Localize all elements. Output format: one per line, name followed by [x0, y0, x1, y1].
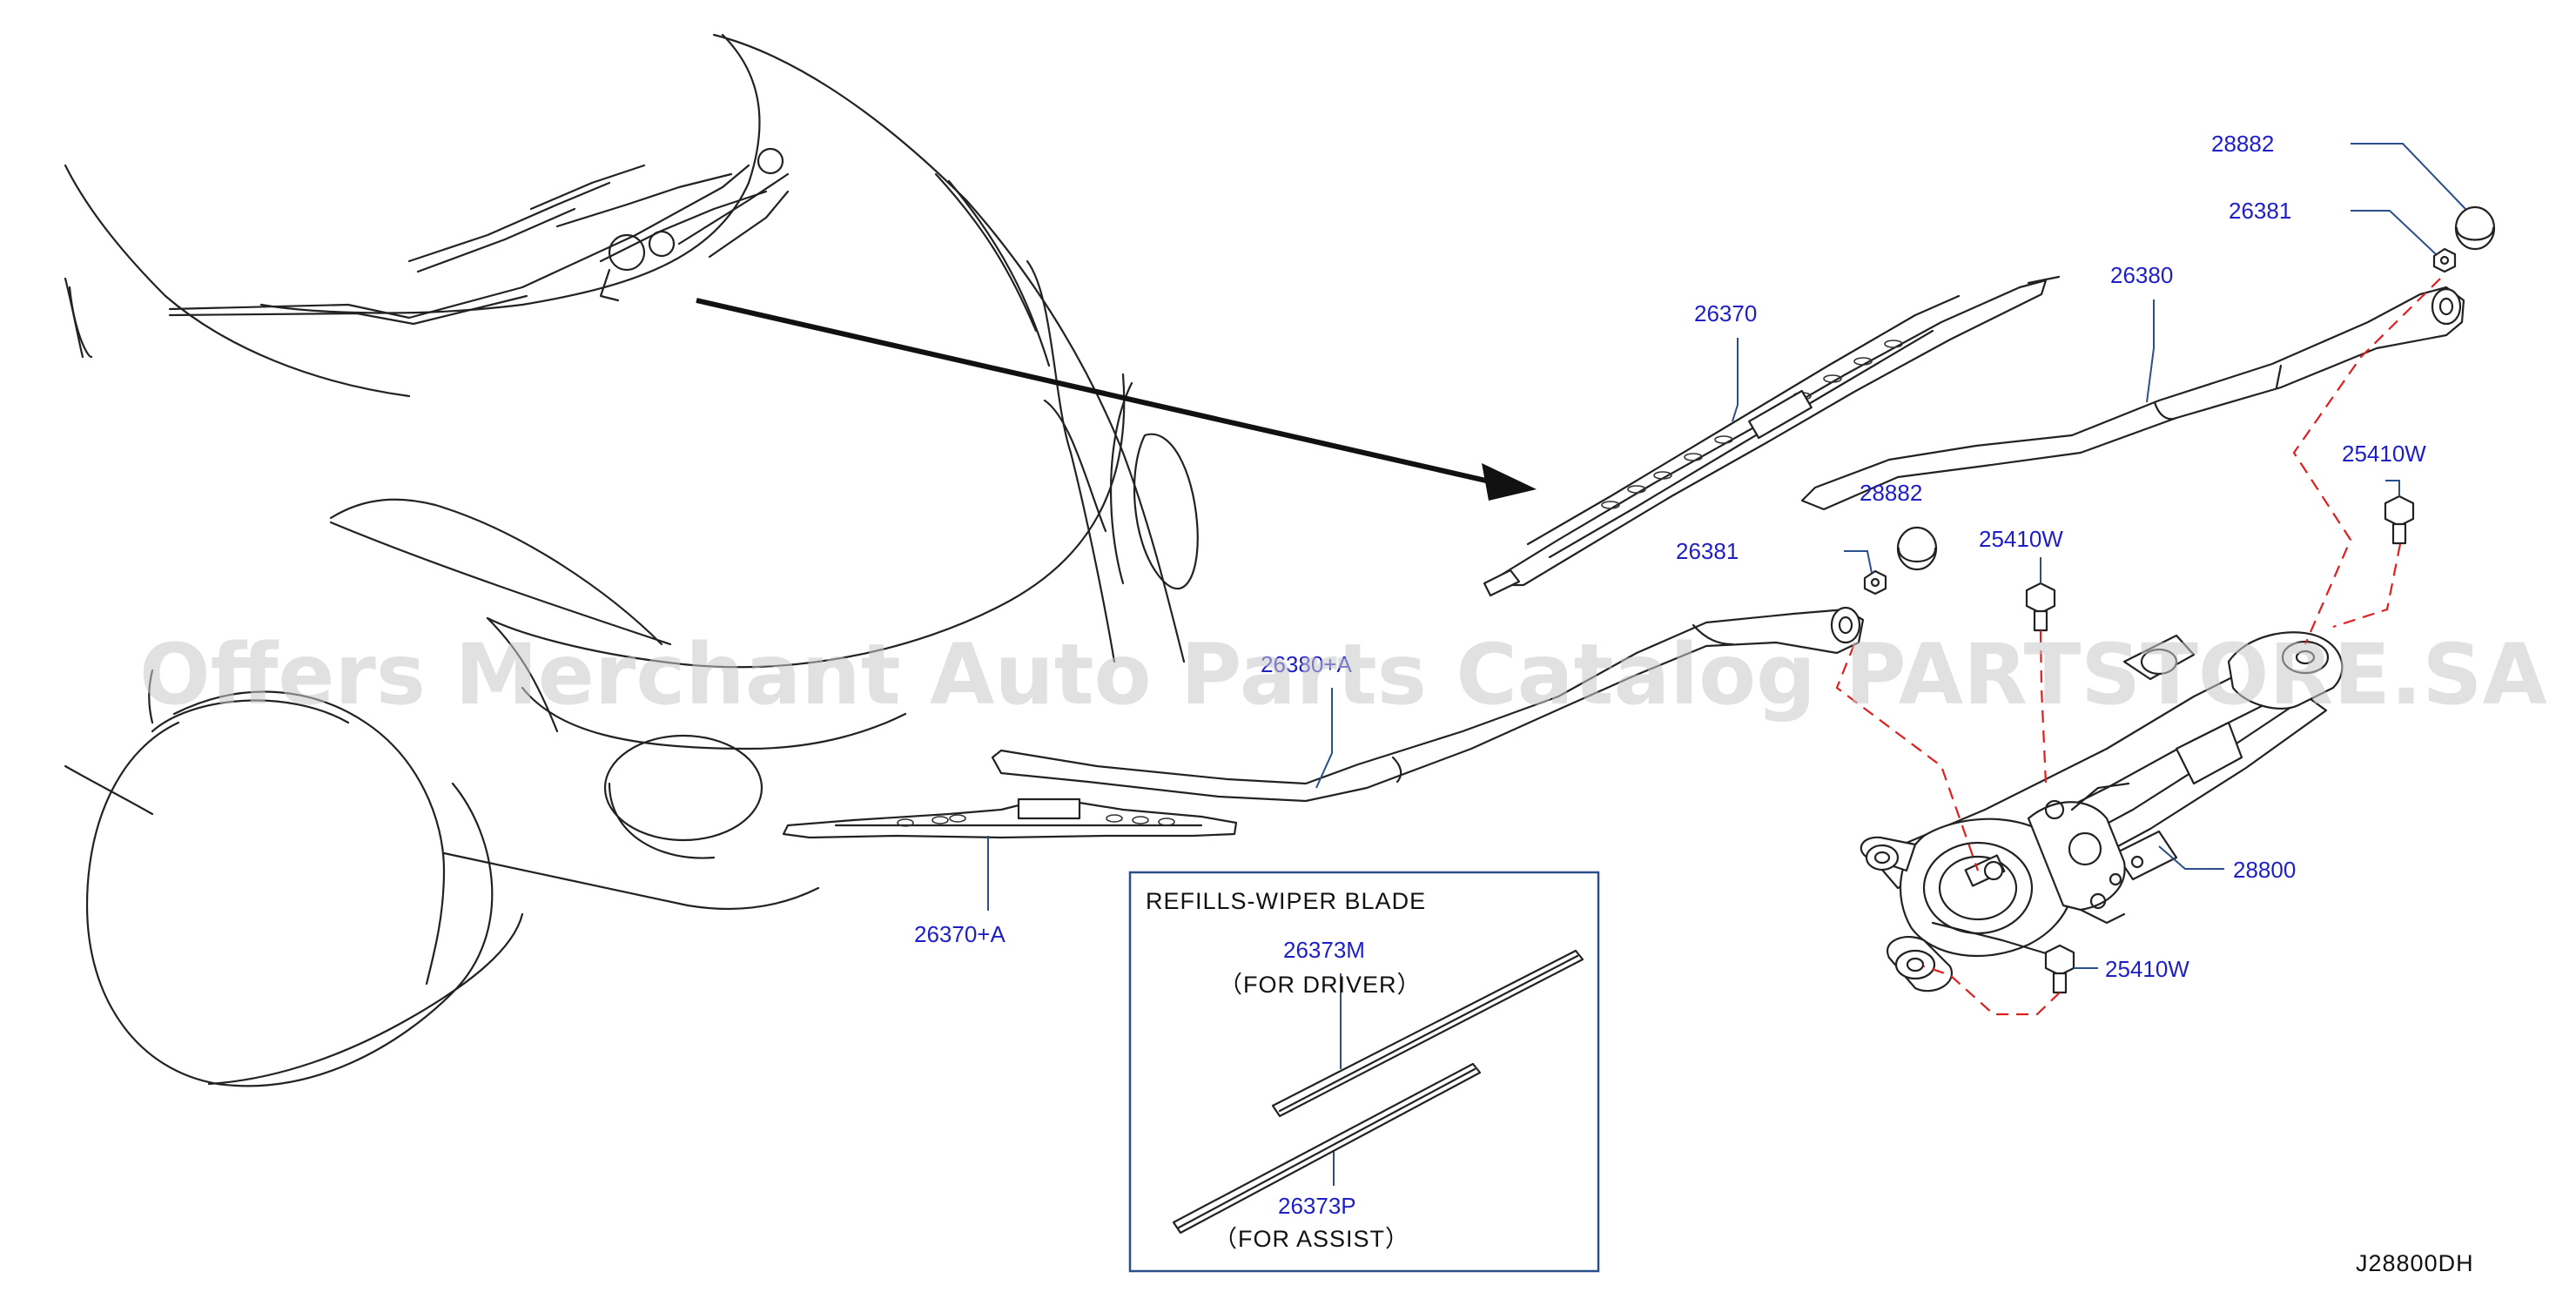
callout-bolt-mid[interactable]: 25410W	[1979, 526, 2063, 552]
wiper-linkage-motor[interactable]	[1860, 631, 2344, 993]
car-body-illustration	[64, 33, 1199, 1087]
bolt-bottom[interactable]	[2044, 944, 2075, 994]
bolt-right[interactable]	[2384, 495, 2415, 545]
cap-upper[interactable]	[2454, 205, 2496, 251]
direction-arrow	[696, 298, 1537, 501]
callout-blade-upper[interactable]: 26370	[1694, 300, 1757, 326]
callout-nut-lower[interactable]: 26381	[1676, 538, 1739, 564]
dashed-connection-lines	[1835, 278, 2441, 1016]
wiper-blade-upper[interactable]	[1483, 275, 2061, 597]
refill-box: REFILLS-WIPER BLADE 26373M （FOR DRIVER） …	[1128, 871, 1600, 1273]
refill-box-title: REFILLS-WIPER BLADE	[1146, 888, 1426, 914]
refill-assist-note: （FOR ASSIST）	[1214, 1226, 1409, 1252]
refill-driver-part[interactable]: 26373M	[1283, 937, 1365, 963]
callout-cap-lower[interactable]: 28882	[1860, 480, 1922, 506]
diagram-code: J28800DH	[2356, 1250, 2474, 1276]
refill-assist-part[interactable]: 26373P	[1278, 1193, 1356, 1219]
nut-upper[interactable]	[2432, 247, 2457, 273]
callout-cap-upper[interactable]: 28882	[2211, 131, 2274, 157]
leader-lines	[987, 143, 2466, 1186]
wiper-blade-lower[interactable]	[782, 797, 1238, 839]
wiper-arm-upper[interactable]	[1800, 286, 2465, 511]
callout-bolt-right[interactable]: 25410W	[2342, 441, 2426, 467]
watermark: Offers Merchant Auto Parts Catalog PARTS…	[139, 626, 2547, 723]
bolt-mid[interactable]	[2025, 582, 2056, 632]
callout-blade-lower[interactable]: 26370+A	[914, 921, 1006, 947]
cap-lower[interactable]	[1896, 526, 1938, 571]
callout-arm-upper[interactable]: 26380	[2110, 262, 2173, 288]
callout-bolt-bottom[interactable]: 25410W	[2105, 956, 2189, 982]
callout-labels: 28882 26381 26380 26370 28882 26381 2541…	[914, 131, 2426, 982]
nut-lower[interactable]	[1863, 569, 1887, 596]
refill-driver-note: （FOR DRIVER）	[1219, 972, 1422, 998]
callout-arm-lower[interactable]: 26380+A	[1261, 651, 1352, 677]
callout-nut-upper[interactable]: 26381	[2229, 198, 2291, 224]
callout-linkage[interactable]: 28800	[2233, 857, 2296, 883]
wiper-arm-lower[interactable]	[991, 606, 1865, 803]
